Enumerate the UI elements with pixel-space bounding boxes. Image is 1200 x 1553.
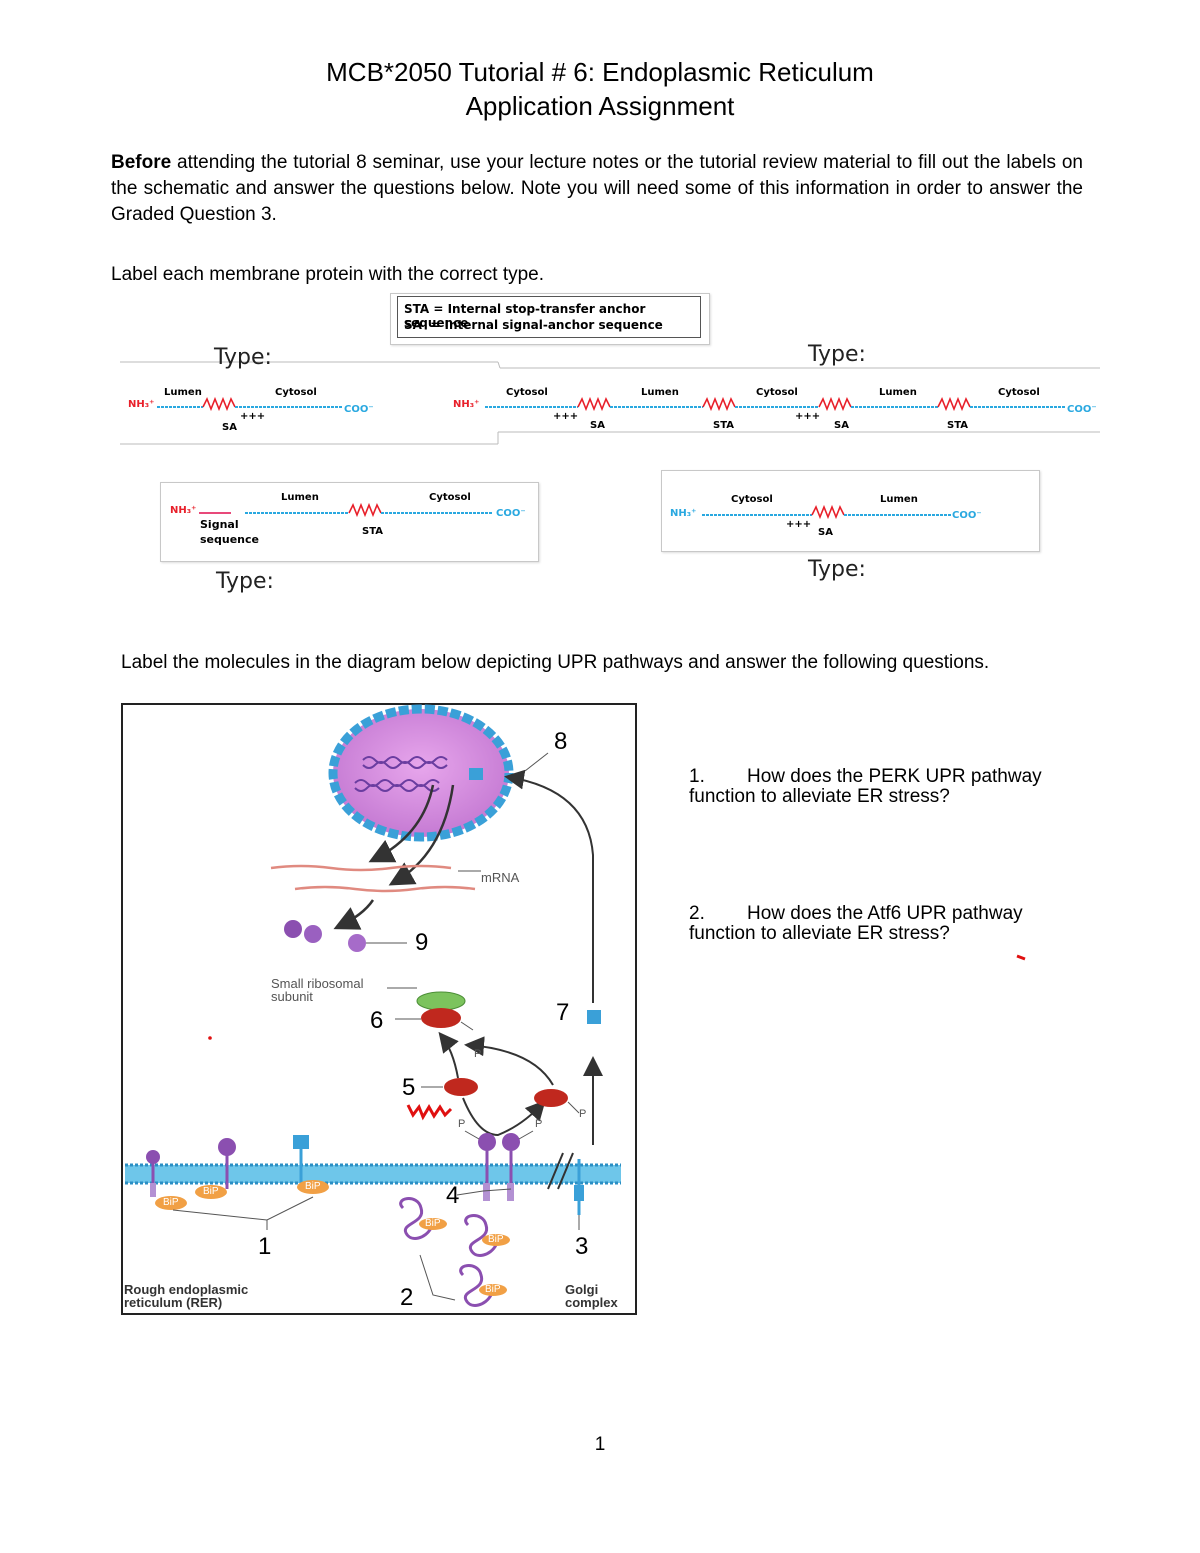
intro-text: attending the tutorial 8 seminar, use yo…: [111, 152, 1083, 225]
bip-label-1: BiP: [163, 1197, 179, 1208]
type-label-2: Type:: [808, 342, 866, 367]
type-label-3: Type:: [216, 569, 274, 594]
question-1: 1. How does the PERK UPR pathway function…: [689, 767, 1109, 807]
question-2-line1: How does the Atf6 UPR pathway: [747, 903, 1023, 924]
lumen-d: Lumen: [880, 494, 918, 505]
upr-diagram: [125, 704, 621, 1307]
number-4: 4: [446, 1182, 460, 1209]
number-5: 5: [402, 1074, 416, 1101]
protein-c-box: [160, 482, 539, 562]
sta-b1: STA: [713, 420, 734, 431]
rer-line1: Rough endoplasmic: [124, 1282, 249, 1297]
rer-line2: reticulum (RER): [124, 1295, 223, 1310]
number-8: 8: [554, 728, 568, 755]
sta-c: STA: [362, 526, 383, 537]
legend-sa: SA = Internal signal-anchor sequence: [404, 318, 663, 332]
page-subtitle: Application Assignment: [465, 91, 735, 121]
nh3-d: NH₃⁺: [670, 508, 697, 519]
bip-label-5: BiP: [488, 1234, 504, 1245]
golgi-line2: complex: [565, 1295, 618, 1310]
coo-b: COO⁻: [1067, 404, 1097, 415]
upr-diagram-frame: [121, 703, 637, 1315]
lumen-b1: Lumen: [641, 387, 679, 398]
section1-instruction: Label each membrane protein with the cor…: [111, 264, 545, 285]
plus-b1: +++: [553, 411, 579, 422]
intro-paragraph: Before attending the tutorial 8 seminar,…: [111, 150, 1083, 228]
question-2: 2. How does the Atf6 UPR pathway function…: [689, 904, 1109, 944]
protein-d-box: [661, 470, 1040, 552]
question-1-line1: How does the PERK UPR pathway: [747, 766, 1042, 787]
question-1-number: 1.: [689, 766, 705, 787]
legend-box: STA = Internal stop-transfer anchor sequ…: [390, 293, 710, 345]
sa-a: SA: [222, 422, 237, 433]
bip-label-2: BiP: [203, 1186, 219, 1197]
coo-a: COO⁻: [344, 404, 374, 415]
section2-instruction: Label the molecules in the diagram below…: [121, 652, 990, 673]
type-label-1: Type:: [214, 345, 272, 370]
sta-b2: STA: [947, 420, 968, 431]
sa-d: SA: [818, 527, 833, 538]
sa-b2: SA: [834, 420, 849, 431]
coo-d: COO⁻: [952, 510, 982, 521]
sa-b1: SA: [590, 420, 605, 431]
lumen-b2: Lumen: [879, 387, 917, 398]
protein-c-chain: [199, 502, 493, 518]
number-9: 9: [415, 929, 429, 956]
lumen-c: Lumen: [281, 492, 319, 503]
protein-d-chain: [702, 504, 952, 520]
coo-c: COO⁻: [496, 508, 526, 519]
mrna-label: mRNA: [481, 870, 520, 885]
small-ribosomal-line2: subunit: [271, 989, 313, 1004]
p-label-4: P: [579, 1108, 587, 1120]
plus-d: +++: [786, 519, 812, 530]
bip-label-3: BiP: [305, 1181, 321, 1192]
protein-a-chain: [157, 396, 343, 412]
legend-sta: STA = Internal stop-transfer anchor sequ…: [404, 302, 646, 330]
cytosol-a: Cytosol: [275, 387, 317, 398]
p-label-3: P: [535, 1118, 543, 1130]
legend-inner: STA = Internal stop-transfer anchor sequ…: [397, 296, 701, 338]
number-1: 1: [258, 1233, 272, 1260]
red-mark: [1016, 954, 1026, 961]
plus-b2: +++: [795, 411, 821, 422]
cytosol-b3: Cytosol: [998, 387, 1040, 398]
p-label-2: P: [458, 1118, 466, 1130]
type-label-4: Type:: [808, 557, 866, 582]
question-1-line2: function to alleviate ER stress?: [689, 786, 950, 807]
question-2-number: 2.: [689, 903, 705, 924]
nh3-b: NH₃⁺: [453, 399, 480, 410]
small-ribosomal-line1: Small ribosomal: [271, 976, 364, 991]
intro-bold-word: Before: [111, 152, 172, 173]
plus-a: +++: [240, 411, 266, 422]
page-title: MCB*2050 Tutorial # 6: Endoplasmic Retic…: [326, 57, 874, 87]
cytosol-c: Cytosol: [429, 492, 471, 503]
number-7: 7: [556, 999, 570, 1026]
page-number: 1: [594, 1434, 606, 1455]
cytosol-d: Cytosol: [731, 494, 773, 505]
signal-line1: Signal: [200, 518, 239, 531]
number-2: 2: [400, 1284, 414, 1311]
lumen-a: Lumen: [164, 387, 202, 398]
number-3: 3: [575, 1233, 589, 1260]
golgi-line1: Golgi: [565, 1282, 599, 1297]
question-2-line2: function to alleviate ER stress?: [689, 923, 950, 944]
cytosol-b2: Cytosol: [756, 387, 798, 398]
signal-line2: sequence: [200, 533, 259, 546]
cytosol-b1: Cytosol: [506, 387, 548, 398]
protein-b-chain: [485, 396, 1065, 412]
number-6: 6: [370, 1007, 384, 1034]
nh3-a: NH₃⁺: [128, 399, 155, 410]
bip-label-4: BiP: [425, 1218, 441, 1229]
p-label-1: P: [474, 1048, 482, 1060]
nh3-c: NH₃⁺: [170, 505, 197, 516]
top-schematic-frame: [120, 361, 1100, 445]
bip-label-6: BiP: [485, 1284, 501, 1295]
